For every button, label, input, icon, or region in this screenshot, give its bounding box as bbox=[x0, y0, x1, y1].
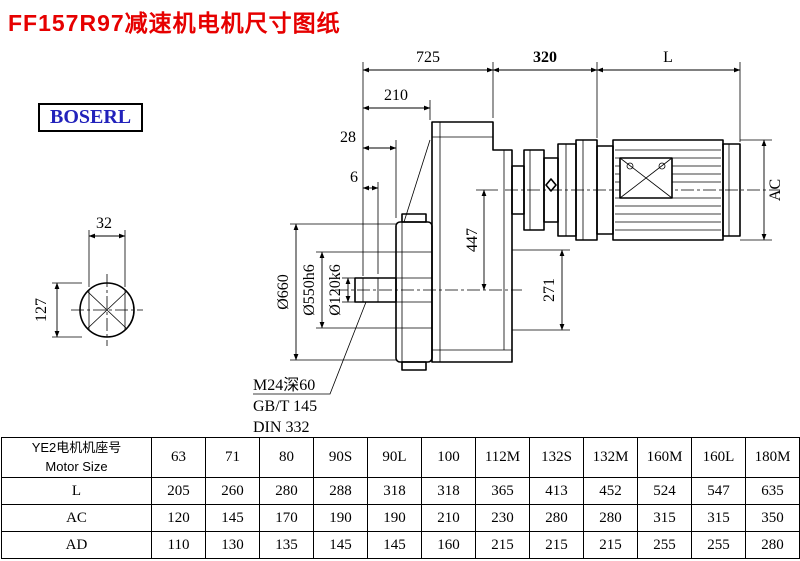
table-row-AC: AC 120 145 170 190 190 210 230 280 280 3… bbox=[1, 504, 800, 532]
motor-size-table: YE2电机机座号 Motor Size 63 71 80 90S 90L 100… bbox=[1, 437, 800, 559]
dim-550-label: Ø550h6 bbox=[301, 264, 318, 316]
col-header: 112M bbox=[475, 437, 530, 478]
dim-32-label: 32 bbox=[96, 215, 112, 232]
col-header: 132S bbox=[529, 437, 584, 478]
table-cell: 130 bbox=[205, 531, 260, 559]
table-cell: 145 bbox=[313, 531, 368, 559]
table-cell: 280 bbox=[745, 531, 800, 559]
table-cell: 145 bbox=[205, 504, 260, 532]
dim-6-label: 6 bbox=[350, 169, 358, 186]
col-header: 90L bbox=[367, 437, 422, 478]
table-corner-line2: Motor Size bbox=[45, 458, 108, 474]
table-cell: 255 bbox=[637, 531, 692, 559]
dim-320-label: 320 bbox=[533, 49, 557, 66]
table-cell: 318 bbox=[421, 477, 476, 505]
note-gb-standard: GB/T 145 bbox=[253, 398, 317, 415]
note-thread: M24深60 bbox=[253, 376, 315, 394]
dim-660-label: Ø660 bbox=[275, 274, 292, 310]
col-header: 90S bbox=[313, 437, 368, 478]
dimensions: 725 320 L 210 28 6 AC Ø660 Ø5 bbox=[275, 49, 784, 361]
table-cell: 350 bbox=[745, 504, 800, 532]
dim-AC-label: AC bbox=[767, 179, 784, 201]
dim-127-label: 127 bbox=[33, 298, 50, 322]
table-cell: 413 bbox=[529, 477, 584, 505]
row-label: AC bbox=[1, 504, 152, 532]
col-header: 63 bbox=[151, 437, 206, 478]
col-header: 80 bbox=[259, 437, 314, 478]
table-cell: 280 bbox=[529, 504, 584, 532]
table-cell: 160 bbox=[421, 531, 476, 559]
table-header-row: YE2电机机座号 Motor Size 63 71 80 90S 90L 100… bbox=[1, 437, 800, 478]
table-cell: 315 bbox=[637, 504, 692, 532]
dim-L-label: L bbox=[663, 49, 673, 66]
table-cell: 524 bbox=[637, 477, 692, 505]
table-row-L: L 205 260 280 288 318 318 365 413 452 52… bbox=[1, 477, 800, 505]
table-cell: 230 bbox=[475, 504, 530, 532]
table-cell: 190 bbox=[367, 504, 422, 532]
table-cell: 318 bbox=[367, 477, 422, 505]
col-header: 180M bbox=[745, 437, 800, 478]
table-cell: 170 bbox=[259, 504, 314, 532]
table-cell: 120 bbox=[151, 504, 206, 532]
col-header: 71 bbox=[205, 437, 260, 478]
dimension-drawing: 32 127 bbox=[33, 49, 784, 436]
table-cell: 315 bbox=[691, 504, 746, 532]
col-header: 100 bbox=[421, 437, 476, 478]
dim-271-label: 271 bbox=[541, 278, 558, 302]
table-cell: 280 bbox=[259, 477, 314, 505]
table-cell: 190 bbox=[313, 504, 368, 532]
table-cell: 547 bbox=[691, 477, 746, 505]
row-label: AD bbox=[1, 531, 152, 559]
row-label: L bbox=[1, 477, 152, 505]
dim-447-label: 447 bbox=[464, 228, 481, 252]
note-din-standard: DIN 332 bbox=[253, 419, 309, 436]
brand-logo: BOSERL bbox=[38, 103, 144, 132]
dim-210-label: 210 bbox=[384, 87, 408, 104]
table-cell: 215 bbox=[583, 531, 638, 559]
table-cell: 135 bbox=[259, 531, 314, 559]
table-row-AD: AD 110 130 135 145 145 160 215 215 215 2… bbox=[1, 531, 800, 559]
left-view-shaft-end: 32 127 bbox=[33, 215, 143, 346]
dim-28-label: 28 bbox=[340, 129, 356, 146]
col-header: 132M bbox=[583, 437, 638, 478]
table-cell: 365 bbox=[475, 477, 530, 505]
shaft-thread-notes: M24深60 GB/T 145 DIN 332 bbox=[253, 301, 367, 436]
table-cell: 255 bbox=[691, 531, 746, 559]
fan-cover bbox=[722, 143, 741, 237]
motor-side-view bbox=[511, 139, 741, 241]
table-cell: 145 bbox=[367, 531, 422, 559]
table-cell: 215 bbox=[475, 531, 530, 559]
dim-725-label: 725 bbox=[416, 49, 440, 66]
table-cell: 210 bbox=[421, 504, 476, 532]
page-title: FF157R97减速机电机尺寸图纸 bbox=[8, 10, 341, 36]
table-cell: 205 bbox=[151, 477, 206, 505]
table-cell: 215 bbox=[529, 531, 584, 559]
table-corner-header: YE2电机机座号 Motor Size bbox=[1, 437, 152, 478]
table-cell: 110 bbox=[151, 531, 206, 559]
table-cell: 452 bbox=[583, 477, 638, 505]
table-corner-line1: YE2电机机座号 bbox=[31, 439, 122, 455]
col-header: 160L bbox=[691, 437, 746, 478]
col-header: 160M bbox=[637, 437, 692, 478]
table-cell: 635 bbox=[745, 477, 800, 505]
table-cell: 288 bbox=[313, 477, 368, 505]
table-cell: 280 bbox=[583, 504, 638, 532]
dim-120-label: Ø120k6 bbox=[327, 264, 344, 316]
table-cell: 260 bbox=[205, 477, 260, 505]
